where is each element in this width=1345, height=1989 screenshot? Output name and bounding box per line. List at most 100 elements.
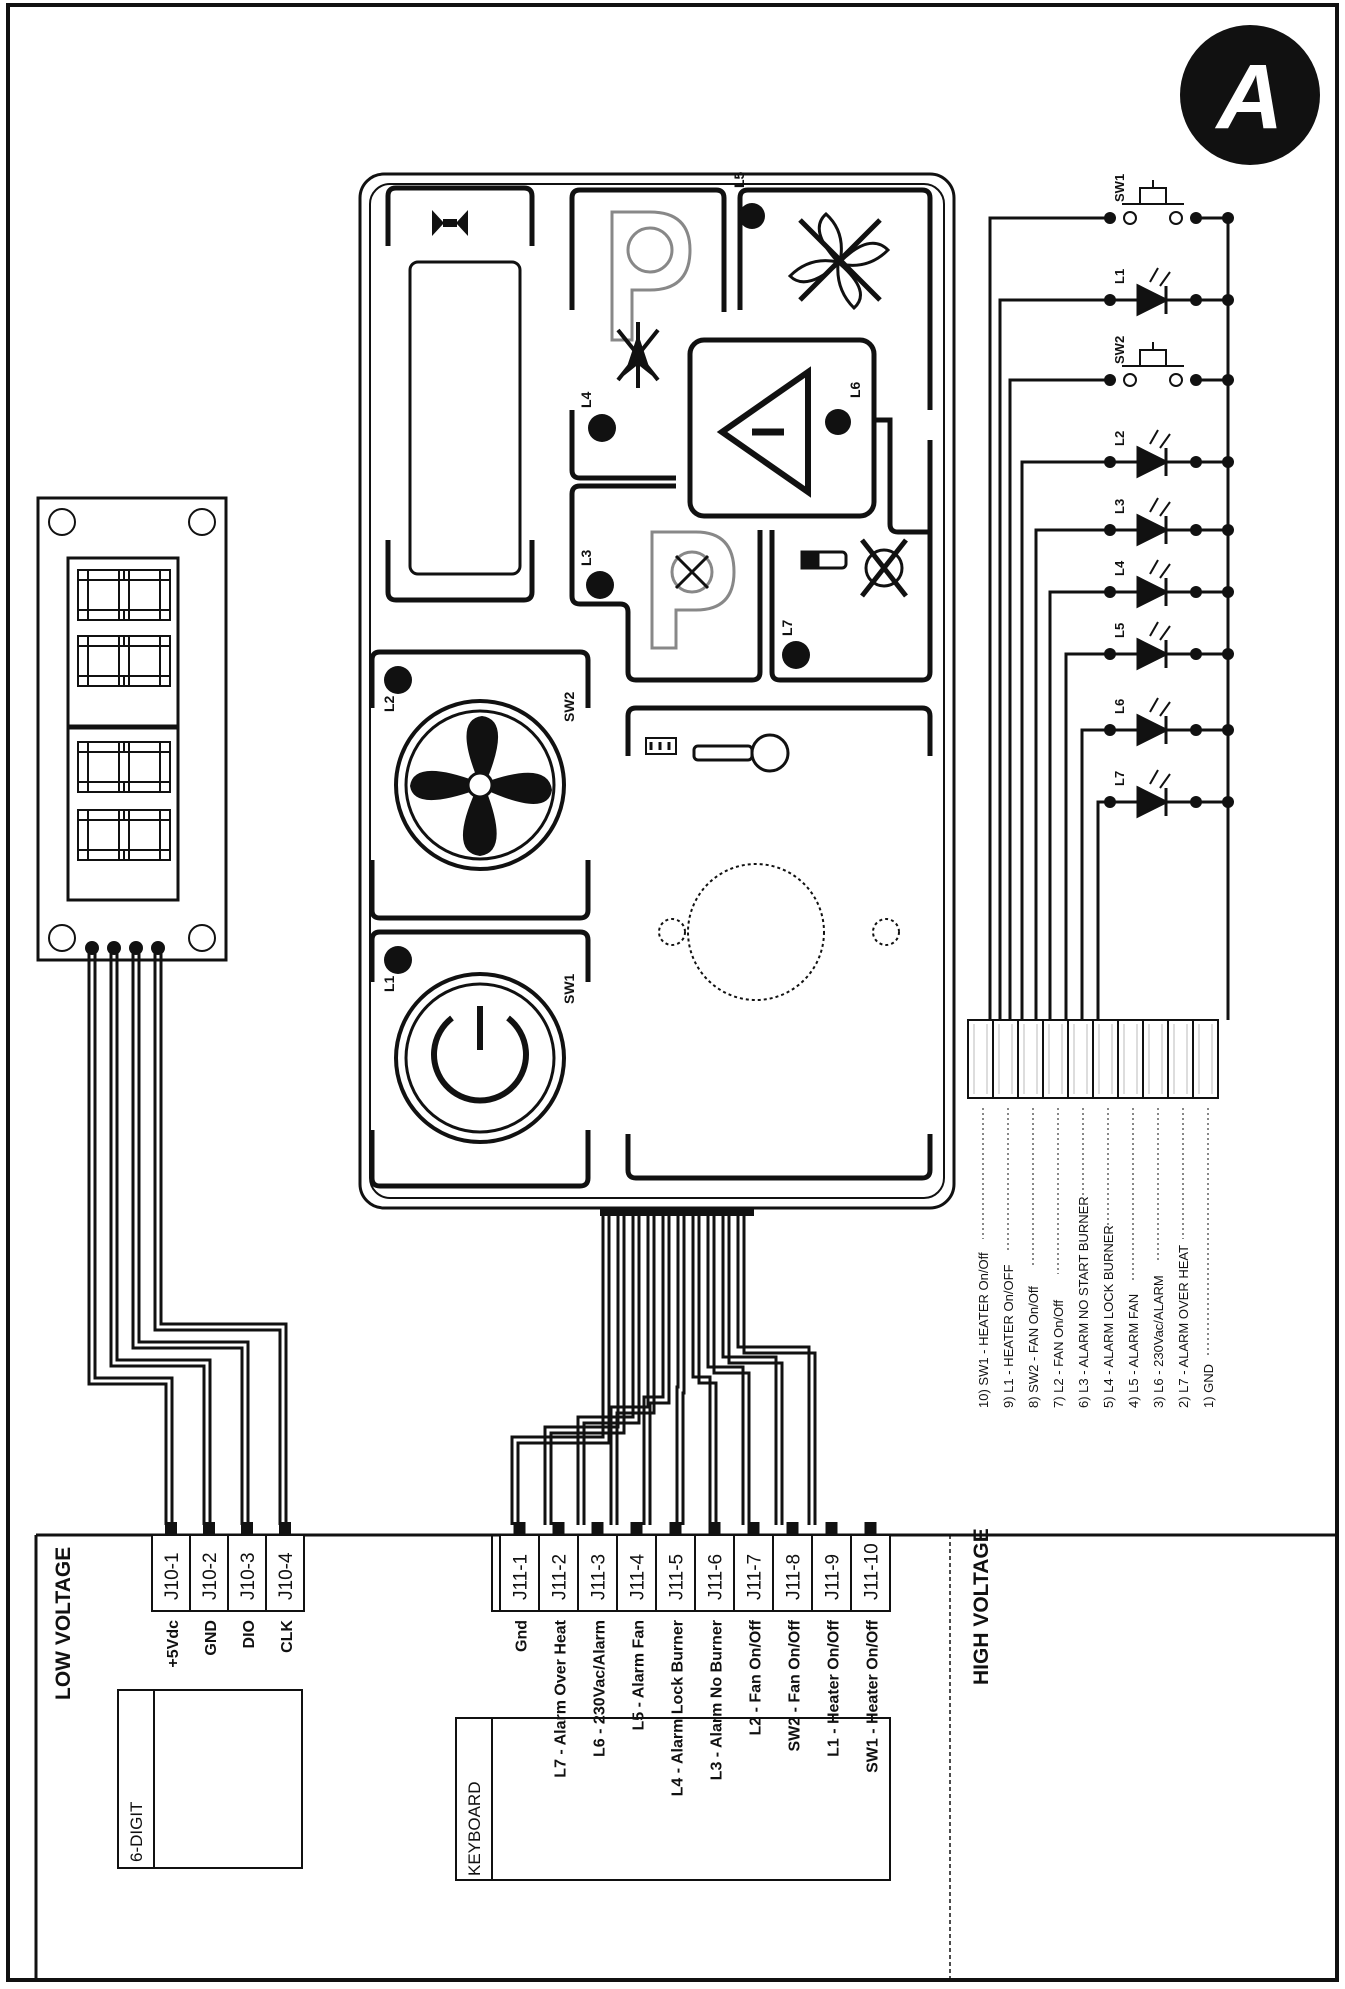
ribbon-wire <box>736 1216 811 1525</box>
pin-signal-label: GND <box>203 1620 220 1656</box>
flame-alarm-icon <box>616 322 660 388</box>
panel-display-window <box>385 185 535 603</box>
schematic-wire <box>1008 378 1110 1020</box>
led-icon <box>1136 713 1170 747</box>
ten-pin-connector <box>967 1019 1219 1099</box>
fan-alarm-icon <box>787 211 891 311</box>
schematic-label: L6 <box>1112 699 1127 714</box>
connector-pin-label: 4) L5 - ALARM FAN <box>1126 1294 1141 1408</box>
ribbon-wire <box>691 1216 712 1525</box>
mount-hole-icon <box>48 924 76 952</box>
connector-pin <box>1167 1019 1194 1099</box>
pin-terminal <box>747 1522 760 1536</box>
control-panel <box>358 172 956 1210</box>
pin-terminal <box>864 1522 877 1536</box>
ribbon-wire <box>706 1216 745 1525</box>
pin-cell <box>577 1534 618 1612</box>
panel-labels: L4 L5 L6 L3 L7 L2 SW2 L1 SW1 <box>381 171 863 1004</box>
connector-pin-label: 9) L1 - HEATER On/OFF <box>1001 1264 1016 1408</box>
pin-label: J11-5 <box>667 1554 688 1600</box>
ribbon-wire <box>615 1216 656 1525</box>
brand-logo-icon <box>432 210 468 236</box>
led-l3-icon <box>586 571 614 599</box>
ribbon-wire <box>516 1216 611 1525</box>
schematic-label: L1 <box>1112 269 1127 284</box>
pin-terminal <box>165 1522 177 1536</box>
segment <box>123 849 171 861</box>
switch-icon <box>1122 180 1184 205</box>
ribbon-wire <box>712 1216 751 1525</box>
pin-label: J11-4 <box>628 1553 649 1600</box>
mount-hole-icon <box>188 508 216 536</box>
led-l1-icon <box>384 946 412 974</box>
pin-signal-label: L7 - Alarm Over Heat <box>553 1619 570 1777</box>
pin-label: J11-1 <box>511 1554 532 1600</box>
overheat-zone <box>769 530 933 683</box>
svg-text:SW2: SW2 <box>561 691 577 722</box>
pin-cell <box>538 1534 579 1612</box>
pin-label: J11-2 <box>550 1554 571 1600</box>
schematic-label: L3 <box>1112 499 1127 514</box>
schematic-wire <box>1096 800 1110 1020</box>
connector-pin <box>1067 1019 1094 1099</box>
ribbon-wire <box>510 1216 605 1525</box>
ribbon-wire <box>642 1216 665 1525</box>
segment <box>123 609 171 621</box>
svg-text:L3: L3 <box>578 549 594 566</box>
pin-terminal <box>241 1522 253 1536</box>
schematic-wire <box>988 216 1110 1020</box>
connector-pin <box>1117 1019 1144 1099</box>
connector-pin <box>1017 1019 1044 1099</box>
pin-terminal <box>786 1522 799 1536</box>
pin-label: J11-3 <box>589 1554 610 1600</box>
connector-pin <box>967 1019 994 1099</box>
pin-signal-label: DIO <box>241 1620 258 1648</box>
segment <box>123 741 171 753</box>
pin-terminal <box>669 1522 682 1536</box>
seven-segment-digits <box>77 569 171 861</box>
six-digit-label: 6-DIGIT <box>127 1802 146 1862</box>
svg-text:L7: L7 <box>779 619 795 636</box>
power-icon <box>431 1015 529 1104</box>
pin-cell <box>850 1534 891 1612</box>
warning-icon <box>716 366 811 498</box>
thermostat-knob <box>687 863 825 1001</box>
connector-pin-label: 1) GND <box>1201 1364 1216 1408</box>
schematic-label: L2 <box>1112 431 1127 446</box>
pin-label: J11-9 <box>823 1554 844 1600</box>
connector-pin-label: 5) L4 - ALARM LOCK BURNER <box>1101 1225 1116 1408</box>
pin-label: J10-1 <box>162 1552 183 1600</box>
ribbon-wire <box>681 1216 686 1525</box>
led-l5-icon <box>739 203 765 229</box>
led-l2-icon <box>384 666 412 694</box>
fan-switch-zone <box>369 649 591 921</box>
connector-pin <box>992 1019 1019 1099</box>
connector-pin-label: 10) SW1 - HEATER On/Off <box>976 1252 991 1408</box>
pin-terminal <box>513 1522 526 1536</box>
ribbon-wire <box>543 1216 620 1525</box>
svg-text:L2: L2 <box>381 695 397 712</box>
connector-pin <box>1042 1019 1069 1099</box>
pin-signal-label: Gnd <box>514 1620 531 1652</box>
schematic-label: SW1 <box>1112 174 1127 202</box>
pin-label: J10-4 <box>276 1552 297 1600</box>
pin-signal-label: L5 - Alarm Fan <box>631 1620 648 1731</box>
pin-label: J10-2 <box>200 1552 221 1600</box>
schematic-wire <box>1020 460 1110 1020</box>
svg-text:L5: L5 <box>731 171 747 188</box>
pin-terminal <box>552 1522 565 1536</box>
pin-label: J10-3 <box>238 1552 259 1600</box>
pin-signal-label: L1 - Heater On/Off <box>826 1619 843 1757</box>
outer-frame <box>6 3 1339 1982</box>
pin-signal-label: CLK <box>279 1620 296 1653</box>
pin-signal-label: SW2 - Fan On/Off <box>787 1619 804 1751</box>
ribbon-wire <box>721 1216 778 1525</box>
svg-text:SW1: SW1 <box>561 973 577 1004</box>
connector-pin-label: 3) L6 - 230Vac/ALARM <box>1151 1275 1166 1408</box>
burner-icon <box>610 210 692 342</box>
schematic-wire <box>1034 528 1110 1020</box>
pin-terminal <box>630 1522 643 1536</box>
led-icon <box>1136 445 1170 479</box>
schematic-wire <box>1048 590 1110 1020</box>
